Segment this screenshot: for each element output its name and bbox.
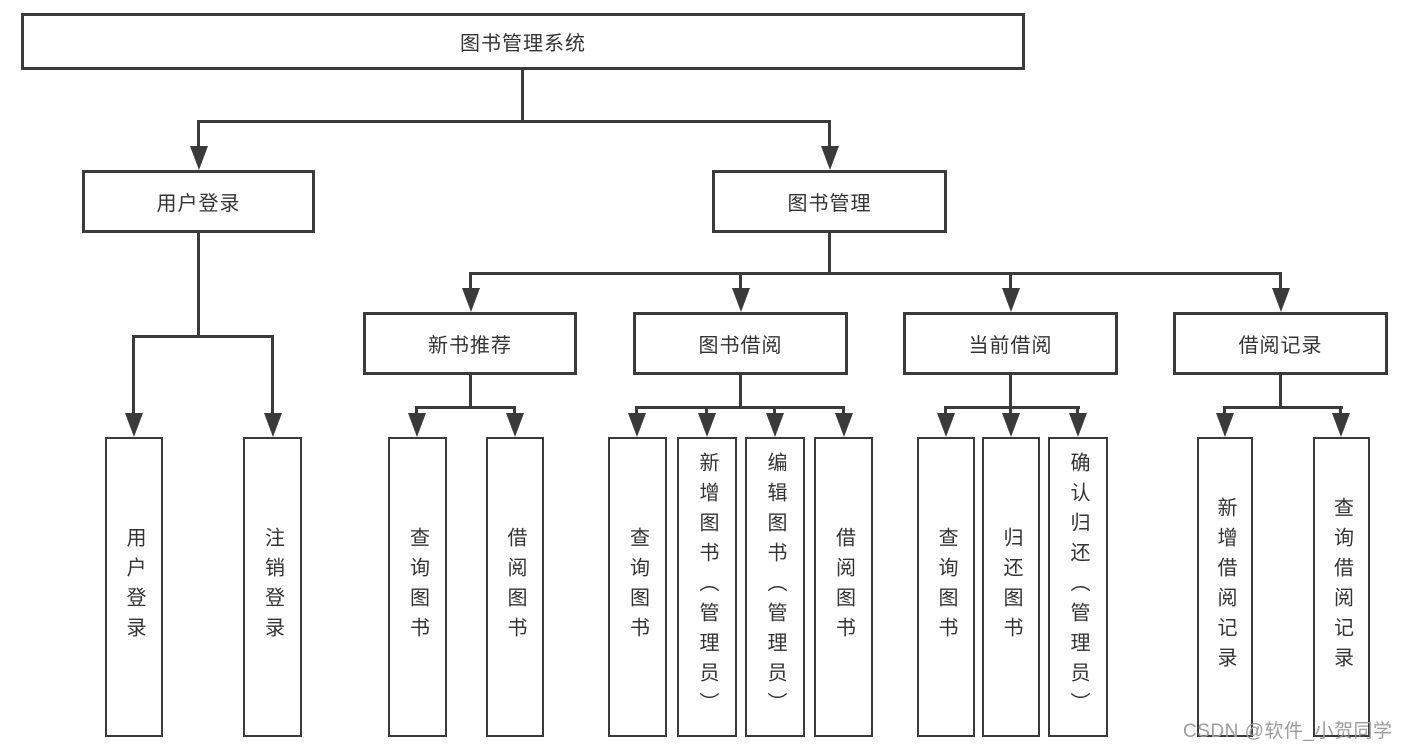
connector-root-stem xyxy=(521,70,524,122)
arrow-cb-query-icon xyxy=(936,406,955,437)
connector-current-borrow-stem xyxy=(1009,375,1012,408)
connector-user-login-stem xyxy=(197,233,200,337)
node-book-borrow: 图书借阅 xyxy=(633,312,848,375)
arrow-nb-borrow-icon xyxy=(505,406,524,437)
connector-user-login-bar xyxy=(133,335,274,338)
arrow-cb-confirm-icon xyxy=(1068,406,1087,437)
leaf-cb-confirm-return-admin: 确认归还（管理员） xyxy=(1048,437,1108,737)
leaf-bb-add-books-admin: 新增图书（管理员） xyxy=(677,437,737,737)
arrow-bb-query-icon xyxy=(627,406,646,437)
leaf-nb-query-books: 查询图书 xyxy=(388,437,447,737)
connector-new-book-bar xyxy=(416,406,516,409)
connector-book-management-stem xyxy=(828,233,831,274)
connector-new-book-stem xyxy=(469,375,472,408)
arrow-to-new-book-icon xyxy=(461,272,480,312)
arrow-to-book-management-icon xyxy=(820,120,839,170)
arrow-to-current-borrow-icon xyxy=(1001,272,1020,312)
connector-borrow-record-bar xyxy=(1224,406,1343,409)
connector-current-borrow-bar xyxy=(945,406,1080,409)
leaf-logout-login: 注销登录 xyxy=(243,437,302,737)
leaf-br-add-record: 新增借阅记录 xyxy=(1197,437,1253,737)
leaf-bb-edit-books-admin: 编辑图书（管理员） xyxy=(745,437,805,737)
leaf-cb-return-books: 归还图书 xyxy=(982,437,1040,737)
node-new-book-recommend: 新书推荐 xyxy=(363,312,577,375)
arrow-bb-add-icon xyxy=(697,406,716,437)
leaf-cb-query-books: 查询图书 xyxy=(917,437,975,737)
connector-book-management-bar xyxy=(469,272,1282,275)
leaf-user-login: 用户登录 xyxy=(105,437,163,737)
node-borrow-record: 借阅记录 xyxy=(1173,312,1388,375)
arrow-to-user-login-icon xyxy=(189,120,208,170)
csdn-watermark: CSDN @软件_小贺同学 xyxy=(1183,721,1393,742)
node-current-borrow: 当前借阅 xyxy=(903,312,1118,375)
arrow-cb-return-icon xyxy=(1001,406,1020,437)
node-user-login: 用户登录 xyxy=(82,170,315,233)
connector-borrow-record-stem xyxy=(1279,375,1282,408)
leaf-nb-borrow-books: 借阅图书 xyxy=(486,437,544,737)
connector-book-borrow-bar xyxy=(636,406,845,409)
arrow-br-add-icon xyxy=(1215,406,1234,437)
arrow-to-book-borrow-icon xyxy=(731,272,750,312)
arrow-to-borrow-record-icon xyxy=(1271,272,1290,312)
connector-root-bar xyxy=(197,120,831,123)
leaf-br-query-record: 查询借阅记录 xyxy=(1313,437,1370,737)
arrow-bb-borrow-icon xyxy=(834,406,853,437)
arrow-to-leaf-logout-icon xyxy=(263,335,282,437)
leaf-bb-borrow-books: 借阅图书 xyxy=(814,437,873,737)
node-root-system: 图书管理系统 xyxy=(21,13,1025,70)
arrow-bb-edit-icon xyxy=(765,406,784,437)
arrow-br-query-icon xyxy=(1331,406,1350,437)
node-book-management: 图书管理 xyxy=(712,170,947,233)
arrow-to-leaf-user-login-icon xyxy=(124,335,143,437)
arrow-nb-query-icon xyxy=(407,406,426,437)
connector-book-borrow-stem xyxy=(739,375,742,408)
leaf-bb-query-books: 查询图书 xyxy=(608,437,667,737)
